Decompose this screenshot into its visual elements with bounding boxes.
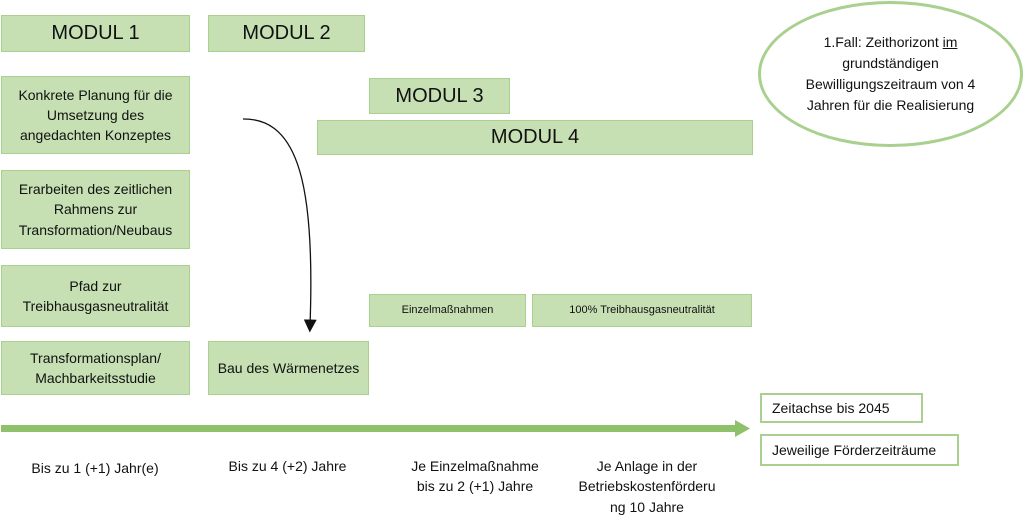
modul-1-header: MODUL 1 (1, 15, 190, 52)
modul-3-header: MODUL 3 (369, 78, 510, 114)
legend-funding: Jeweilige Förderzeiträume (760, 434, 959, 466)
step-ghg-neutrality: 100% Treibhausgasneutralität (532, 294, 752, 327)
modul-2-header: MODUL 2 (208, 15, 365, 52)
timeline-label-4: Je Anlage in der Betriebskostenförderu n… (578, 458, 716, 515)
step-network-construction: Bau des Wärmenetzes (208, 341, 369, 395)
step-timeframe: Erarbeiten des zeitlichen Rahmens zur Tr… (1, 170, 190, 249)
timeline-label-2: Bis zu 4 (+2) Jahre (228, 458, 347, 474)
legend-timeline: Zeitachse bis 2045 (760, 393, 923, 423)
case-note-text: 1.Fall: Zeithorizont im grundständigen B… (805, 34, 976, 113)
timeline-label-3: Je Einzelmaßnahme bis zu 2 (+1) Jahre (411, 458, 539, 495)
modul-4-header: MODUL 4 (317, 120, 753, 155)
case-note-ellipse: 1.Fall: Zeithorizont im grundständigen B… (758, 1, 1023, 147)
step-single-measures: Einzelmaßnahmen (369, 294, 526, 327)
step-planning: Konkrete Planung für die Umsetzung des a… (1, 76, 190, 154)
timeline-arrow (1, 420, 750, 437)
curved-arrow (242, 118, 317, 333)
timeline-label-1: Bis zu 1 (+1) Jahr(e) (31, 460, 159, 476)
step-transformation-plan: Transformationsplan/ Machbarkeitsstudie (1, 341, 190, 395)
step-path: Pfad zur Treibhausgasneutralität (1, 265, 190, 327)
